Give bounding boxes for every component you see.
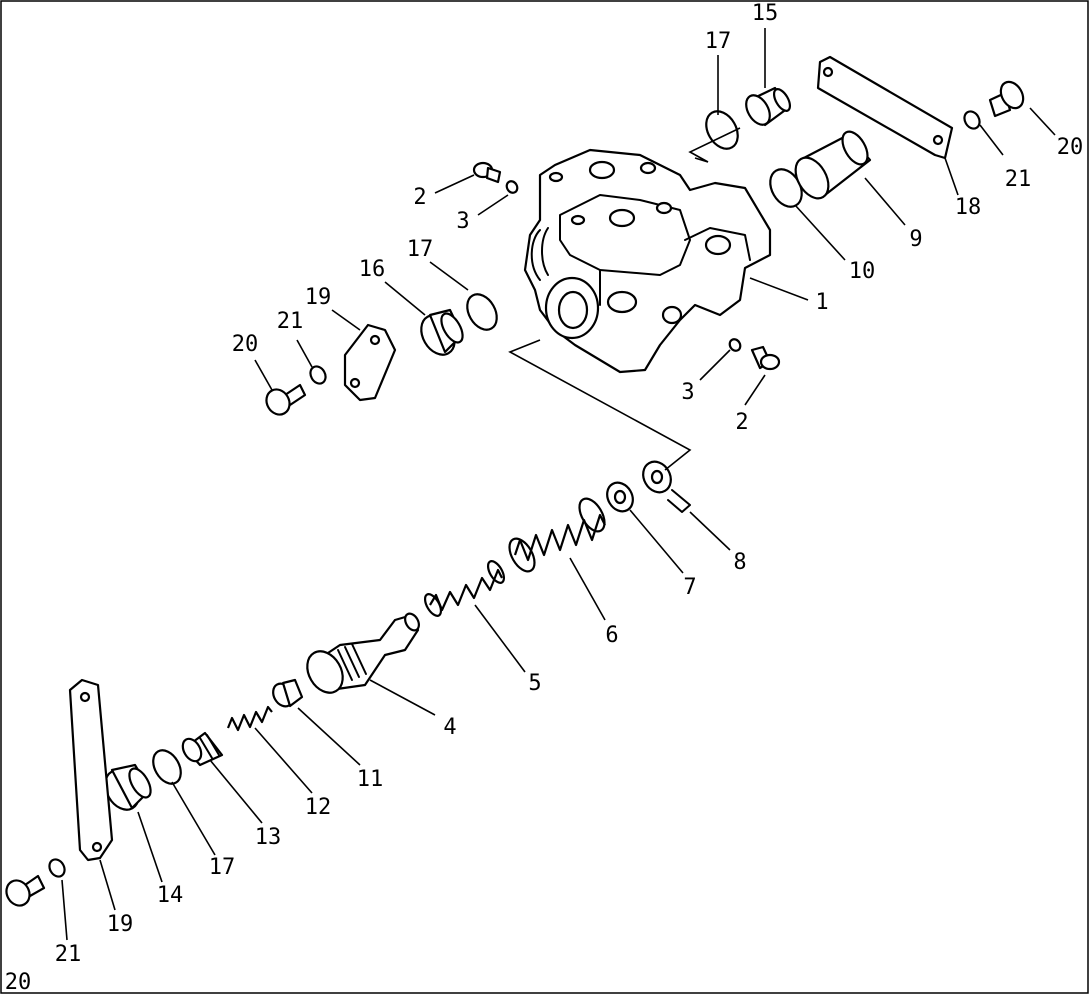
callout-8: 8 (733, 550, 746, 575)
callout-18: 18 (955, 195, 982, 220)
callout-17c: 17 (209, 855, 236, 880)
callout-17a: 17 (705, 29, 732, 54)
plug-2-upper (472, 161, 502, 184)
plug-16 (420, 308, 464, 356)
plug-14 (104, 763, 152, 811)
callout-2a: 2 (413, 185, 426, 210)
leader-lines (61, 28, 1056, 941)
spring-12 (226, 705, 273, 732)
plug-2-lower (750, 345, 781, 371)
spool-4 (306, 612, 420, 694)
cover-19-upper (343, 323, 397, 402)
callout-10: 10 (849, 259, 876, 284)
bolt-20-bottom (5, 874, 46, 907)
callout-3a: 3 (456, 209, 469, 234)
callout-1: 1 (815, 290, 828, 315)
seat-8 (642, 460, 691, 513)
callout-15a: 15 (752, 1, 779, 26)
callout-labels: 15 17 20 21 18 9 10 1 2 3 17 16 19 21 20… (5, 1, 1084, 995)
callout-13: 13 (255, 825, 282, 850)
o-ring-17-mid (466, 293, 498, 331)
bolt-20-top (988, 80, 1025, 118)
cover-19-lower (68, 678, 114, 862)
callout-3b: 3 (681, 380, 694, 405)
assembly-line-top (688, 127, 741, 163)
callout-9: 9 (909, 227, 922, 252)
spring-5 (423, 560, 506, 617)
callout-2b: 2 (735, 410, 748, 435)
callout-17b: 17 (407, 237, 434, 262)
callout-5: 5 (528, 671, 541, 696)
valve-body (523, 148, 772, 374)
sleeve-9 (794, 130, 872, 200)
callout-21a: 21 (1005, 167, 1032, 192)
callout-21c: 21 (55, 942, 82, 967)
callout-21b: 21 (277, 309, 304, 334)
o-ring-17-top (705, 110, 739, 150)
callout-19a: 19 (305, 285, 332, 310)
callout-11: 11 (357, 767, 384, 792)
washer-21-top (963, 110, 981, 130)
callout-6: 6 (605, 623, 618, 648)
callout-20c: 20 (5, 970, 32, 995)
plunger-13 (181, 731, 224, 767)
callout-20a: 20 (1057, 135, 1084, 160)
assembly-line-spool (508, 339, 692, 471)
callout-16: 16 (359, 257, 386, 282)
piston-11 (272, 678, 304, 708)
o-ring-3-upper (505, 180, 519, 194)
callout-7: 7 (683, 575, 696, 600)
callout-14: 14 (157, 883, 184, 908)
plug-15-top (745, 86, 792, 127)
washer-21-bottom (48, 858, 66, 878)
callout-20b: 20 (232, 332, 259, 357)
callout-19b: 19 (107, 912, 134, 937)
washer-21-mid (309, 365, 327, 385)
bolt-20-mid (265, 383, 307, 416)
o-ring-17-bottom (152, 749, 182, 785)
callout-12: 12 (305, 795, 332, 820)
collar-7 (606, 481, 634, 513)
o-ring-3-lower (728, 338, 742, 352)
spring-6 (508, 497, 606, 573)
callout-4: 4 (443, 715, 456, 740)
